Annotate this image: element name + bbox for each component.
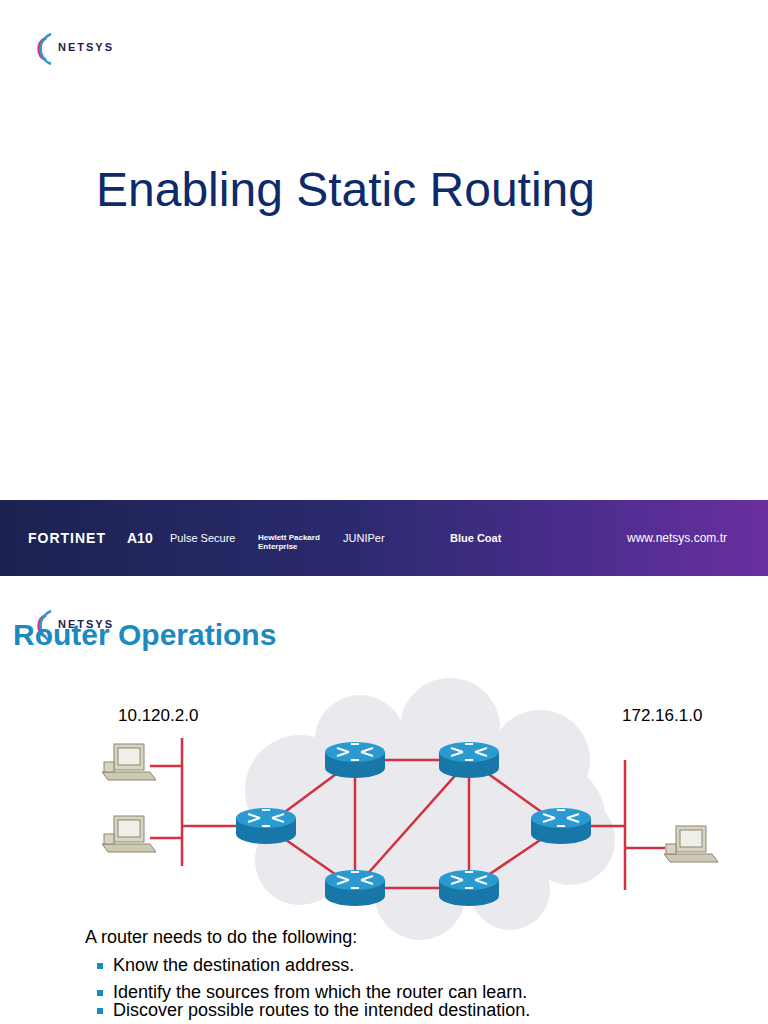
vendor-text: Pulse Secure bbox=[170, 532, 235, 545]
logo-icon bbox=[39, 34, 51, 64]
network-address: 172.16.1.0 bbox=[622, 706, 702, 726]
bullet-text: Identify the sources from which the rout… bbox=[113, 982, 527, 1003]
network-address: 10.120.2.0 bbox=[118, 706, 198, 726]
logo-text: NETSYS bbox=[58, 41, 114, 54]
router-icon bbox=[439, 742, 499, 778]
bullet-text: Discover possible routes to the intended… bbox=[113, 1000, 530, 1021]
bullet-square bbox=[97, 990, 103, 996]
router-icon bbox=[325, 870, 385, 906]
bullet-text: Know the destination address. bbox=[113, 955, 354, 976]
router-link bbox=[266, 760, 561, 888]
router-icon bbox=[236, 808, 296, 844]
router-icon bbox=[531, 808, 591, 844]
router-icon bbox=[439, 870, 499, 906]
lan-wire bbox=[150, 738, 665, 890]
slide-title: Enabling Static Routing bbox=[96, 162, 595, 217]
pc-icon bbox=[102, 744, 156, 780]
network-cloud bbox=[245, 678, 615, 940]
slide-heading: Router Operations bbox=[13, 618, 276, 653]
vendor-text: A10 bbox=[127, 530, 153, 546]
pc-icon bbox=[664, 826, 718, 862]
router-icon bbox=[325, 742, 385, 778]
vendor-text: FORTINET bbox=[28, 530, 106, 546]
logo-band: FORTINET A10 Pulse Secure Hewlett Packard E… bbox=[0, 500, 768, 576]
vendor-text: Hewlett Packard Enterprise bbox=[258, 534, 328, 552]
body-text: A router needs to do the following: bbox=[85, 927, 357, 948]
pc-icon bbox=[102, 816, 156, 852]
vendor-text: Blue Coat bbox=[450, 532, 501, 545]
vendor-text: JUNIPer bbox=[343, 532, 385, 545]
bullet-square bbox=[97, 963, 103, 969]
bullet-square bbox=[97, 1008, 103, 1014]
vendor-text: www.netsys.com.tr bbox=[627, 532, 727, 546]
